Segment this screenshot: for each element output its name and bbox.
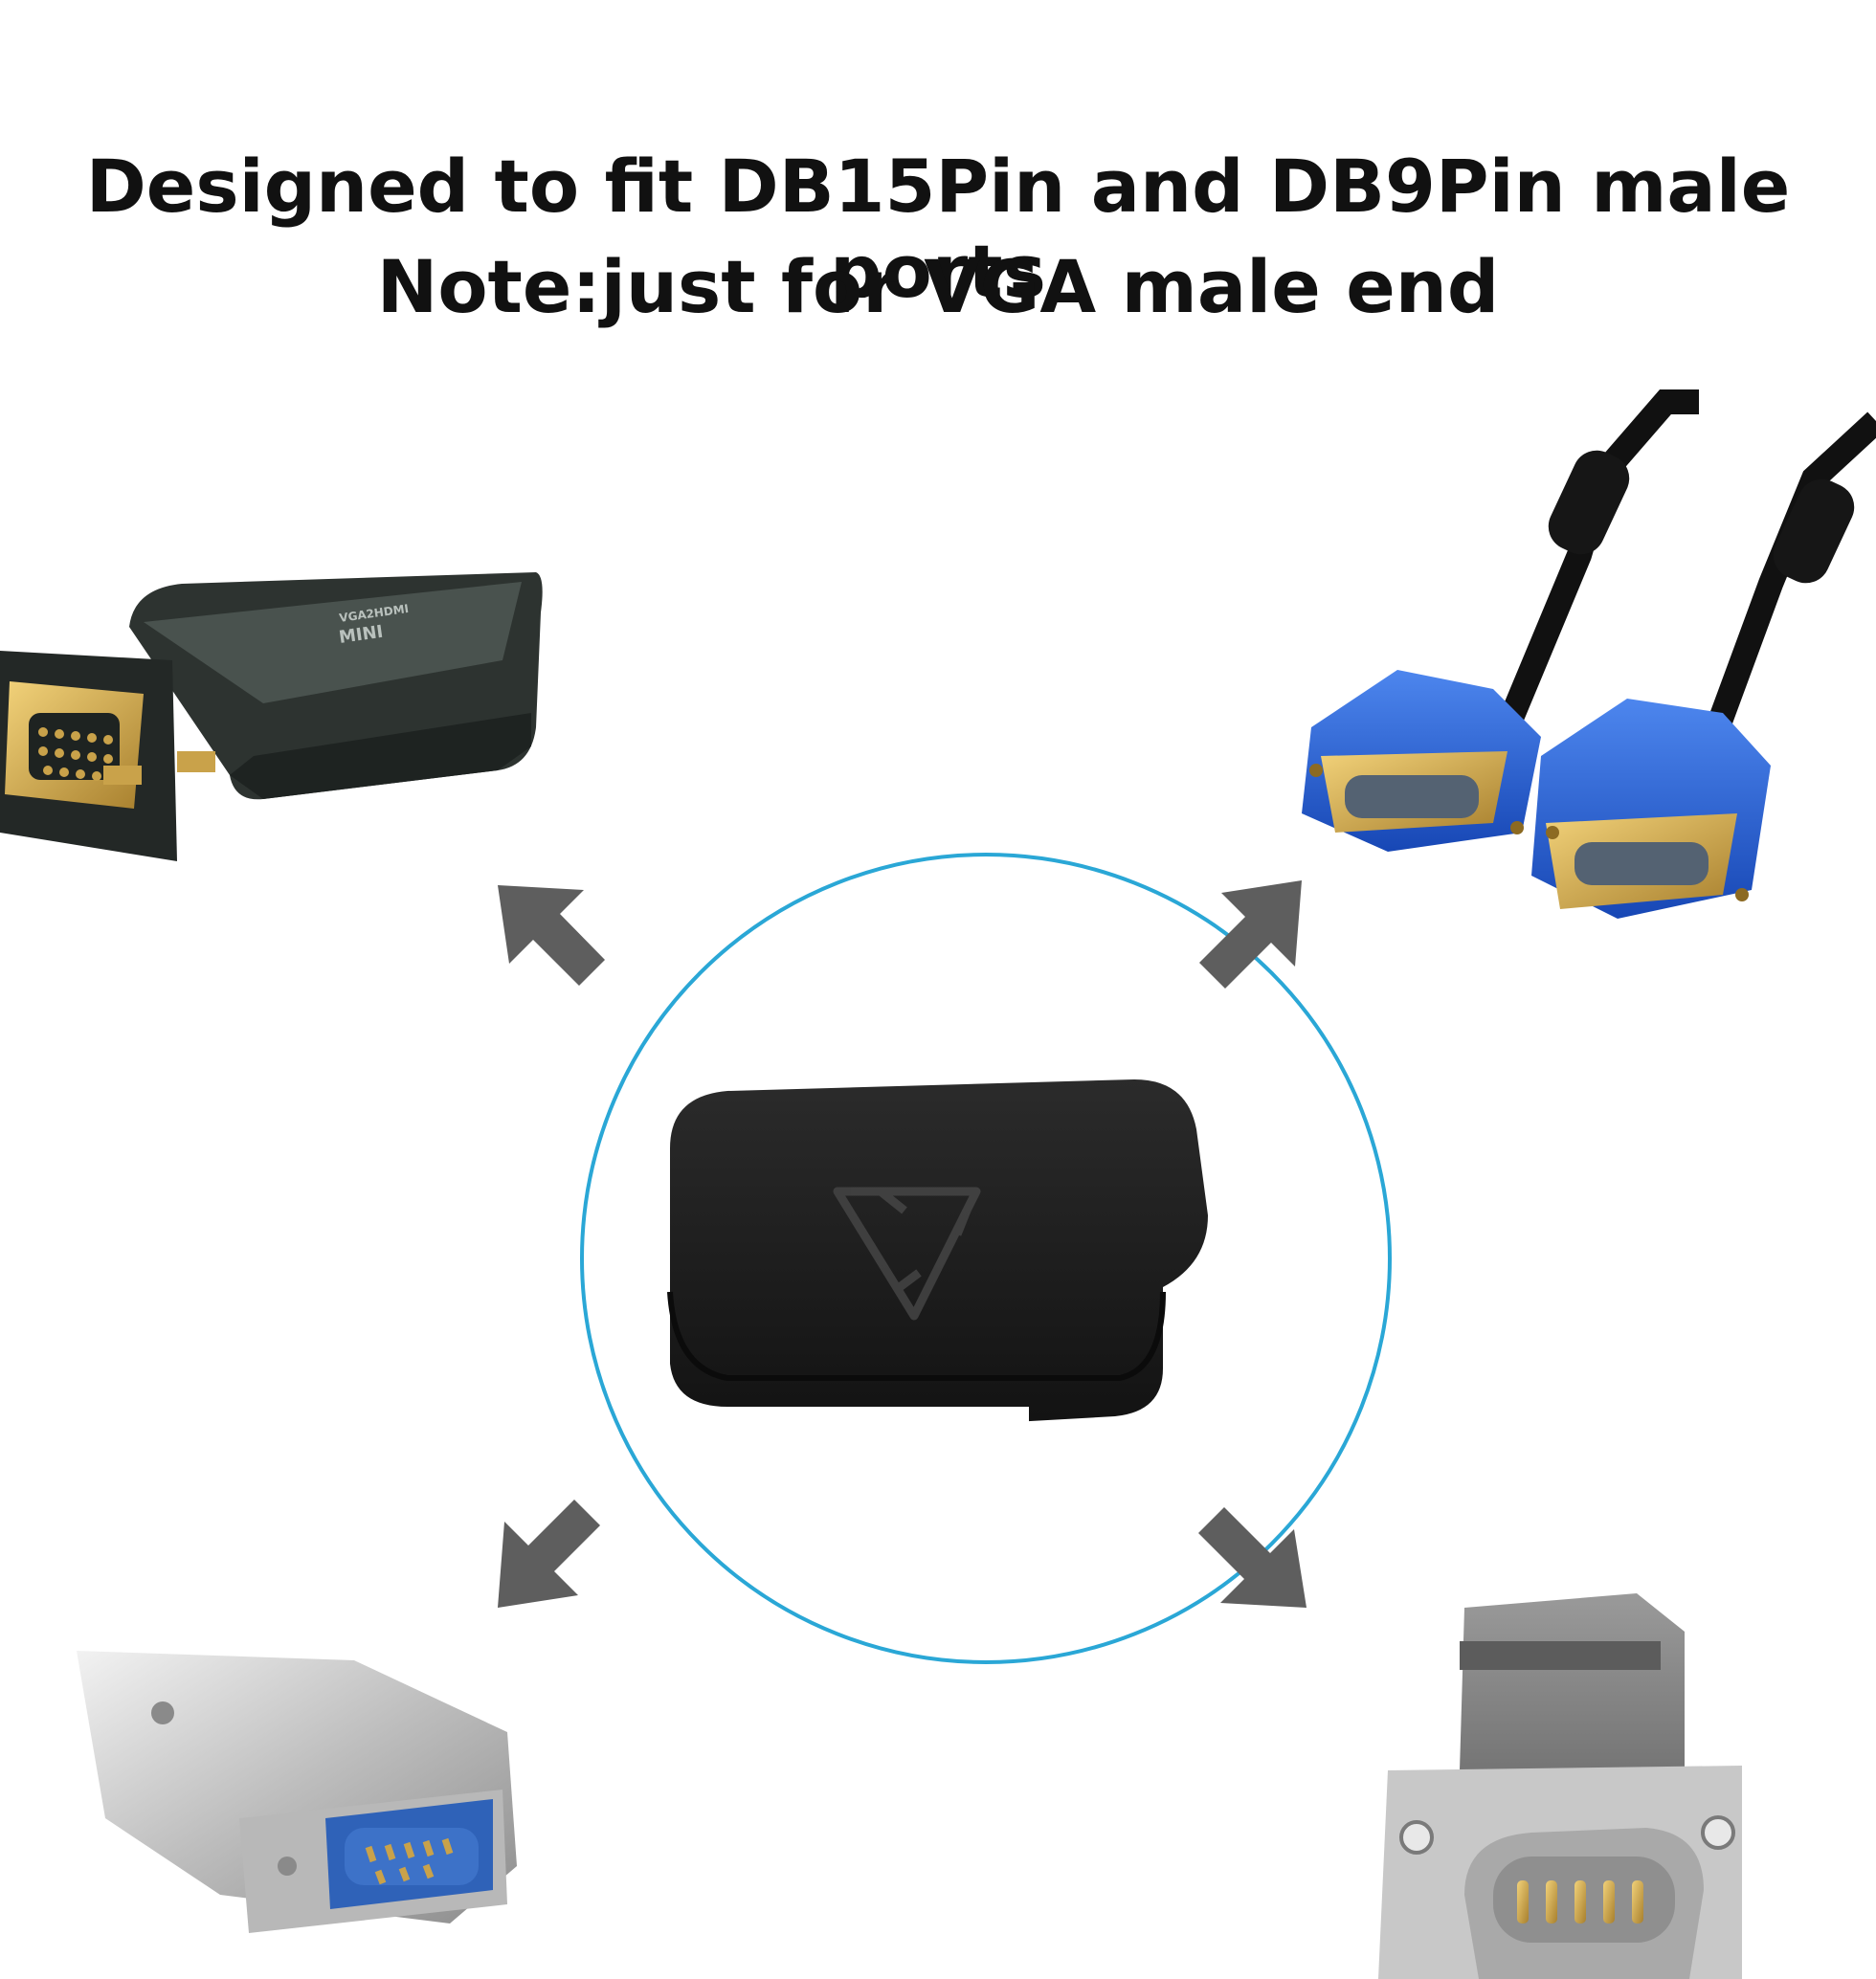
arrow-down-left [498, 1500, 600, 1608]
headline-line-2: Note:just for VGA male end [376, 244, 1500, 329]
highlight-circle [580, 853, 1392, 1664]
headline-line-1: Designed to fit DB15Pin and DB9Pin male … [85, 144, 1791, 314]
arrow-up-right [1199, 880, 1302, 989]
vga-to-hdmi-converter: MINI VGA2HDMI [0, 572, 543, 861]
blue-vga-cables [1302, 389, 1876, 919]
arrow-down-right [1198, 1507, 1306, 1608]
vga-dust-cap [667, 1079, 1208, 1435]
metal-shell-db15-connector [77, 1651, 517, 1933]
arrow-up-left [498, 885, 605, 986]
grey-hood-db9-connector [1378, 1593, 1742, 1979]
recycle-icon [833, 1187, 981, 1321]
